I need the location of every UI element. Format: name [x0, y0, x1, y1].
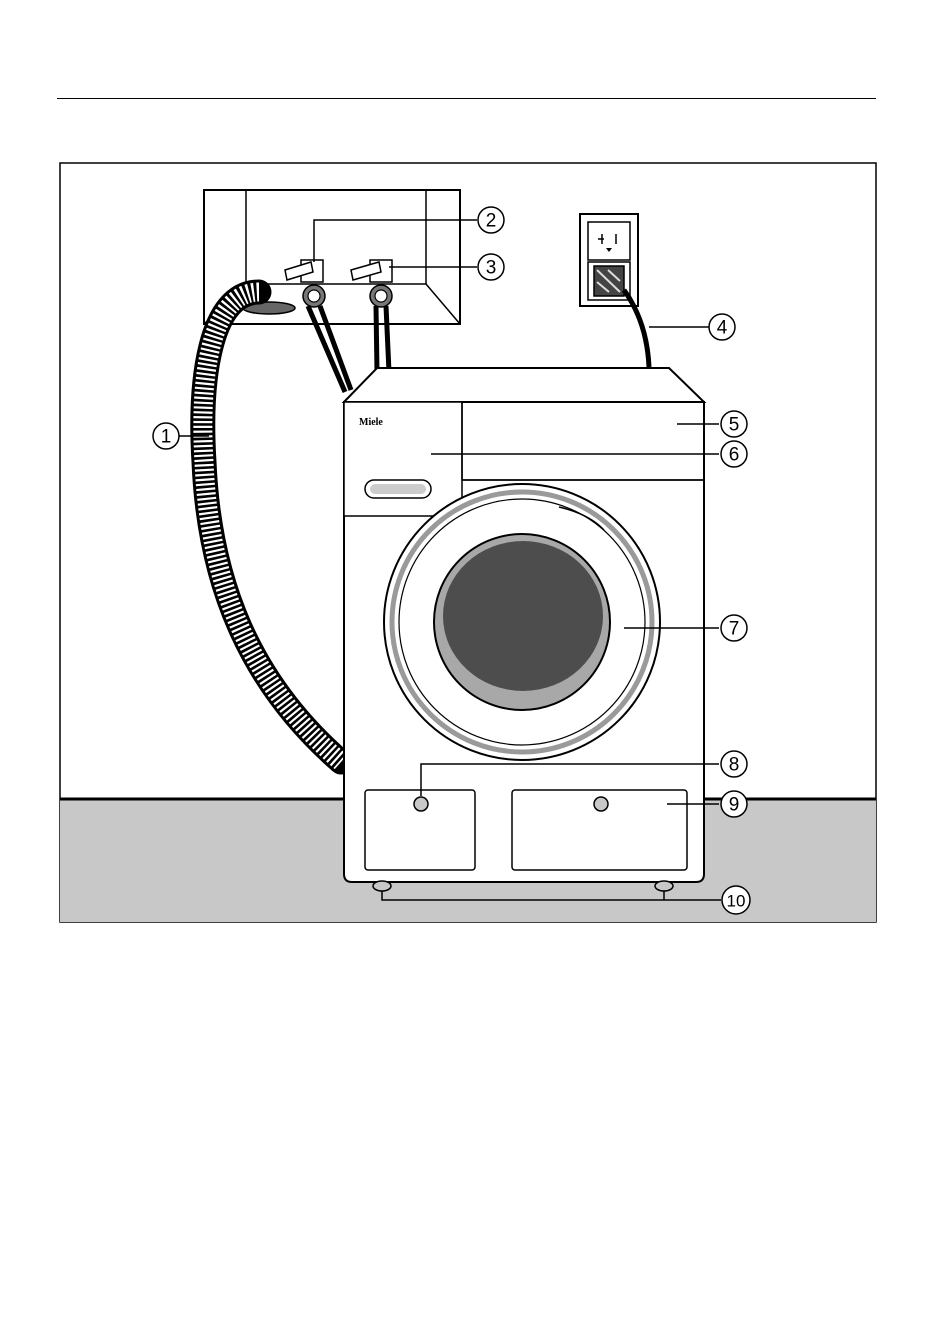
svg-text:2: 2	[486, 211, 497, 232]
panel-release-button-right[interactable]	[594, 797, 608, 811]
power-outlet	[580, 214, 638, 306]
callout-6: 6	[721, 441, 747, 467]
svg-text:7: 7	[729, 619, 740, 640]
foot-left	[373, 881, 391, 891]
svg-text:4: 4	[717, 318, 728, 339]
svg-text:3: 3	[486, 258, 497, 279]
drum-window	[443, 541, 603, 691]
drawer-handle-grip	[370, 484, 426, 494]
svg-text:1: 1	[161, 427, 172, 448]
machine-diagram: Miele 1	[59, 162, 877, 923]
callout-8: 8	[721, 751, 747, 777]
header-rule	[57, 98, 876, 99]
foot-right	[655, 881, 673, 891]
callout-5: 5	[721, 411, 747, 437]
svg-text:9: 9	[729, 795, 740, 816]
washing-machine: Miele	[344, 368, 704, 891]
callout-3: 3	[478, 254, 504, 280]
callout-9: 9	[721, 791, 747, 817]
panel-release-button-left[interactable]	[414, 797, 428, 811]
svg-text:5: 5	[729, 415, 740, 436]
svg-text:10: 10	[727, 892, 746, 911]
callout-2: 2	[478, 207, 504, 233]
svg-text:6: 6	[729, 445, 740, 466]
brand-logo: Miele	[359, 417, 383, 428]
callout-10: 10	[722, 886, 750, 914]
callout-4: 4	[709, 314, 735, 340]
callout-1: 1	[153, 423, 179, 449]
callout-7: 7	[721, 615, 747, 641]
svg-text:8: 8	[729, 755, 740, 776]
machine-top	[344, 368, 704, 402]
